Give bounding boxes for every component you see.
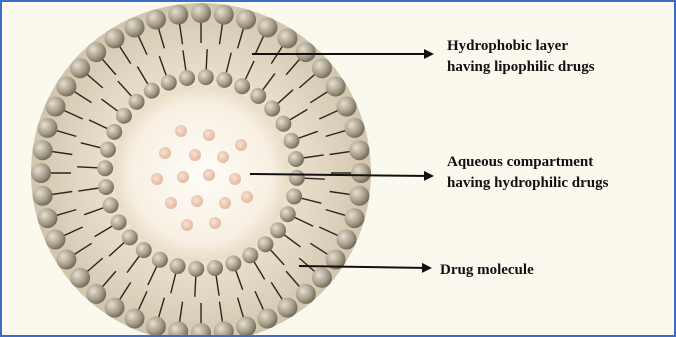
- lipid-head: [97, 160, 113, 176]
- lipid-head: [337, 97, 357, 117]
- lipid-head: [116, 108, 132, 124]
- lipid-head: [104, 298, 124, 318]
- lipid-head: [45, 229, 65, 249]
- drug-dot: [203, 169, 215, 181]
- lipid-head: [349, 186, 369, 206]
- lipid-head: [242, 247, 258, 263]
- lipid-head: [152, 252, 168, 268]
- lipid-head: [103, 197, 119, 213]
- lipid-head: [122, 229, 138, 245]
- lipid-head: [33, 186, 53, 206]
- lipid-head: [326, 76, 346, 96]
- lipid-head: [214, 5, 234, 25]
- lipid-head: [257, 17, 277, 37]
- lipid-head: [198, 69, 214, 85]
- lipid-head: [278, 298, 298, 318]
- lipid-head: [129, 94, 145, 110]
- drug-dot: [209, 217, 221, 229]
- drug-dot: [165, 197, 177, 209]
- lipid-head: [144, 83, 160, 99]
- lipid-head: [257, 236, 273, 252]
- lipid-head: [56, 76, 76, 96]
- lipid-head: [70, 58, 90, 78]
- lipid-head: [33, 140, 53, 160]
- lipid-head: [351, 163, 371, 183]
- lipid-head: [312, 58, 332, 78]
- drug-dot: [217, 151, 229, 163]
- lipid-head: [275, 116, 291, 132]
- lipid-head: [345, 118, 365, 138]
- lipid-head: [216, 72, 232, 88]
- drug-dot: [177, 171, 189, 183]
- lipid-head: [170, 258, 186, 274]
- lipid-head: [191, 3, 211, 23]
- lipid-head: [168, 5, 188, 25]
- lipid-head: [278, 28, 298, 48]
- lipid-head: [104, 28, 124, 48]
- lipid-head: [188, 261, 204, 277]
- drug-dot: [151, 173, 163, 185]
- lipid-head: [264, 101, 280, 117]
- lipid-head: [286, 188, 302, 204]
- aqueous-label-line2: having hydrophilic drugs: [447, 175, 609, 191]
- lipid-head: [100, 142, 116, 158]
- lipid-head: [161, 75, 177, 91]
- drug-dot: [159, 147, 171, 159]
- aqueous-core: [113, 85, 289, 261]
- lipid-head: [207, 260, 223, 276]
- lipid-head: [283, 133, 299, 149]
- lipid-head: [179, 70, 195, 86]
- lipid-head: [250, 88, 266, 104]
- lipid-head: [288, 151, 304, 167]
- lipid-head: [280, 206, 296, 222]
- lipid-head: [236, 9, 256, 29]
- drug-dot: [175, 125, 187, 137]
- lipid-head: [312, 268, 332, 288]
- hydrophobic-label-line2: having lipophilic drugs: [447, 59, 595, 75]
- lipid-head: [337, 229, 357, 249]
- drug-dot: [191, 195, 203, 207]
- lipid-head: [225, 255, 241, 271]
- lipid-head: [234, 78, 250, 94]
- lipid-head: [86, 284, 106, 304]
- lipid-head: [257, 309, 277, 329]
- lipid-head: [111, 214, 127, 230]
- lipid-head: [86, 42, 106, 62]
- lipid-head: [106, 124, 122, 140]
- drug-dot: [189, 149, 201, 161]
- lipid-head: [37, 118, 57, 138]
- lipid-head: [270, 222, 286, 238]
- lipid-head: [45, 97, 65, 117]
- lipid-head: [296, 42, 316, 62]
- lipid-head: [125, 309, 145, 329]
- drug-dot: [241, 191, 253, 203]
- lipid-head: [349, 140, 369, 160]
- lipid-head: [31, 163, 51, 183]
- aqueous-label-line1: Aqueous compartment: [447, 154, 593, 170]
- lipid-head: [98, 179, 114, 195]
- drug-dot: [203, 129, 215, 141]
- drug-dot: [235, 139, 247, 151]
- lipid-head: [70, 268, 90, 288]
- lipid-head: [136, 242, 152, 258]
- lipid-head: [296, 284, 316, 304]
- lipid-head: [146, 9, 166, 29]
- drug-dot: [219, 197, 231, 209]
- drug-dot: [229, 173, 241, 185]
- hydrophobic-label-line1: Hydrophobic layer: [447, 38, 568, 54]
- lipid-head: [125, 17, 145, 37]
- lipid-head: [56, 250, 76, 270]
- lipid-head: [37, 208, 57, 228]
- lipid-head: [345, 208, 365, 228]
- drug-molecule-label: Drug molecule: [440, 262, 534, 278]
- drug-dot: [181, 219, 193, 231]
- lipid-head: [289, 170, 305, 186]
